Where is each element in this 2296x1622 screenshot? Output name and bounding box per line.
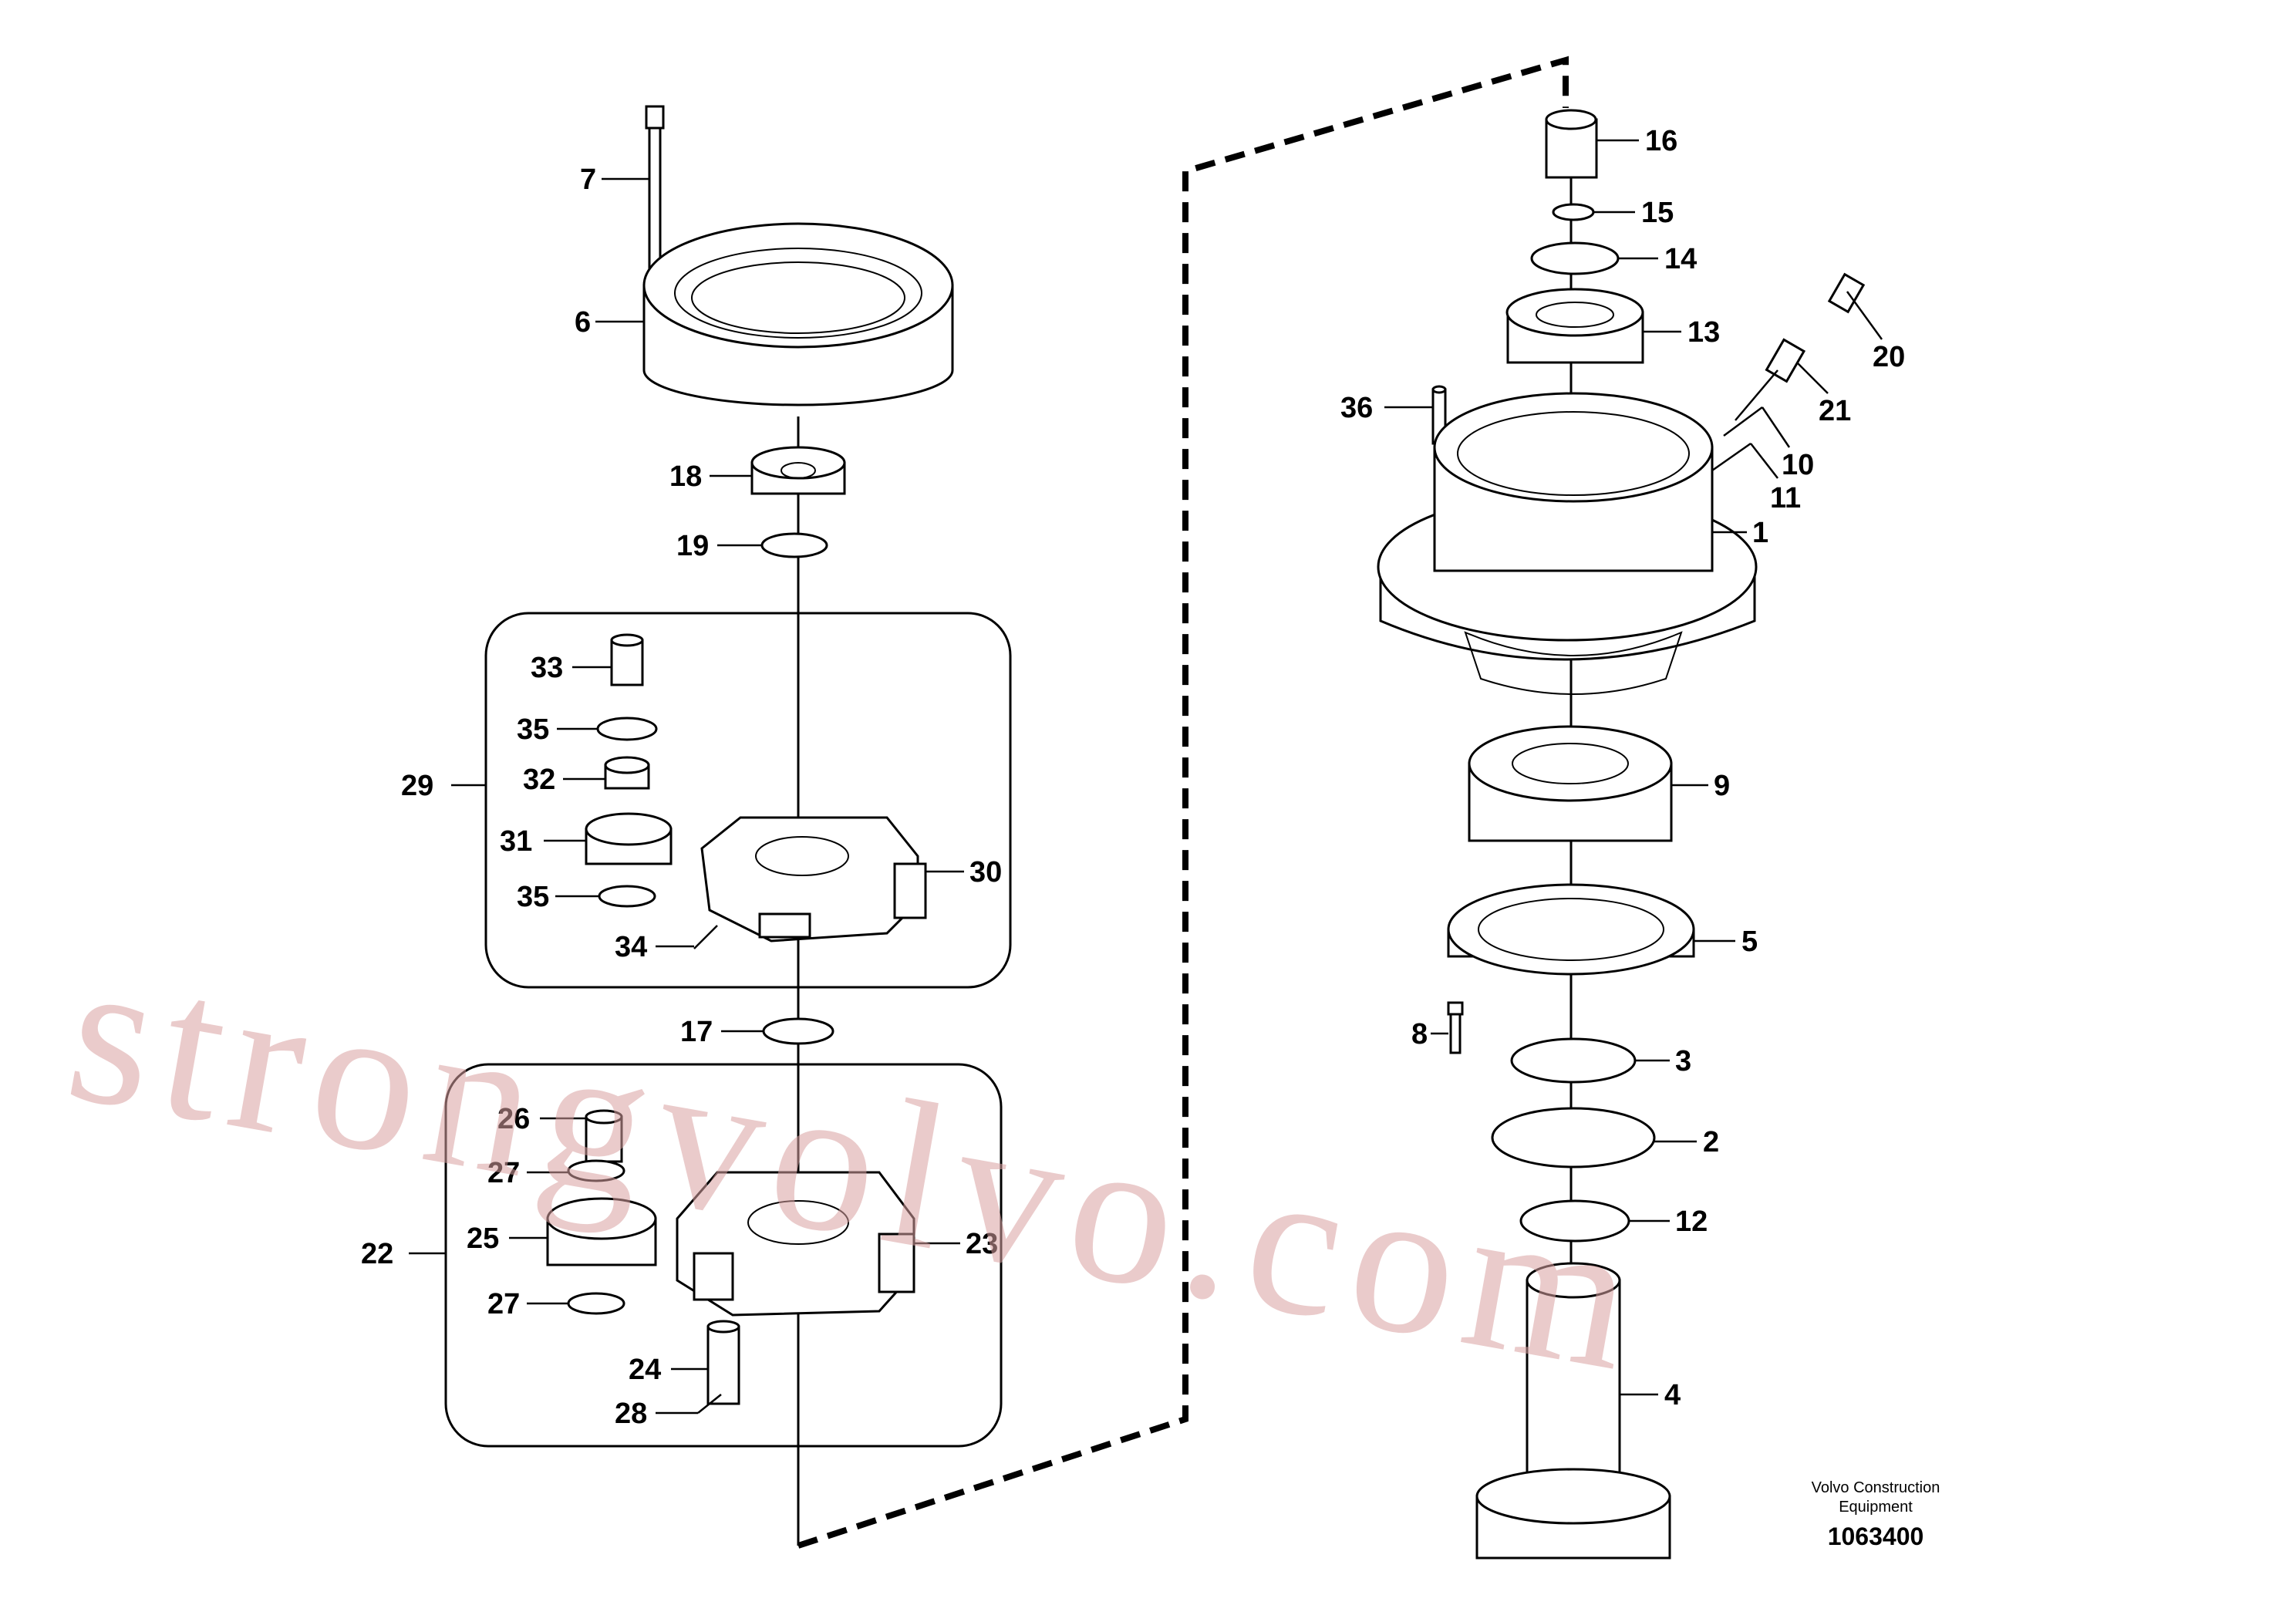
callout-23: 23	[966, 1228, 998, 1260]
washer-15	[1552, 203, 1595, 221]
callout-2: 2	[1703, 1126, 1719, 1158]
callout-22: 22	[361, 1238, 393, 1270]
plug-10	[1723, 406, 1763, 437]
callout-28: 28	[615, 1398, 647, 1430]
callout-10: 10	[1782, 449, 1814, 481]
flange-5	[1447, 883, 1695, 976]
planet-carrier-30	[700, 816, 927, 943]
seal-3	[1510, 1037, 1637, 1084]
caption-line-1: Volvo Construction	[1812, 1479, 1940, 1496]
ring-19	[760, 532, 828, 558]
pin-34	[693, 925, 718, 949]
callout-6: 6	[575, 306, 591, 339]
callout-30: 30	[969, 856, 1002, 889]
callout-20: 20	[1873, 341, 1905, 373]
callout-35-top: 35	[517, 713, 549, 746]
callout-36: 36	[1340, 392, 1373, 424]
shaft-24	[706, 1320, 740, 1405]
washer-27-bottom	[567, 1292, 625, 1315]
callout-32: 32	[523, 764, 555, 796]
caption-line-2: Equipment	[1839, 1499, 1913, 1516]
callout-33: 33	[531, 652, 563, 684]
callout-34: 34	[615, 931, 647, 963]
callout-18: 18	[669, 460, 702, 493]
planet-gear-31	[585, 812, 673, 865]
callout-21: 21	[1819, 395, 1851, 427]
callout-19: 19	[676, 530, 709, 562]
washer-27-top	[567, 1159, 625, 1182]
bearing-13	[1505, 288, 1644, 364]
caption-number: 1063400	[1828, 1523, 1924, 1550]
callout-8: 8	[1411, 1018, 1428, 1050]
housing-1	[1377, 392, 1758, 695]
pin-33	[610, 633, 644, 686]
plug-11	[1711, 442, 1752, 472]
callout-24: 24	[629, 1354, 661, 1386]
callout-25: 25	[467, 1222, 499, 1255]
callout-29: 29	[401, 770, 433, 802]
fitting-21	[1735, 338, 1806, 421]
bushing-32	[604, 756, 650, 790]
planet-gear-25	[546, 1197, 657, 1266]
callout-4: 4	[1664, 1379, 1681, 1411]
callout-11: 11	[1770, 482, 1801, 514]
callout-26: 26	[497, 1103, 530, 1135]
planetary-group-box-22	[444, 1063, 1003, 1448]
sensor-20	[1827, 272, 1866, 314]
washer-35-bottom	[598, 885, 656, 908]
ring-gear-6	[642, 222, 954, 406]
bolt-7	[645, 105, 665, 288]
bearing-9	[1468, 725, 1673, 842]
callout-9: 9	[1714, 770, 1730, 802]
washer-35-top	[596, 717, 658, 741]
callout-7: 7	[580, 164, 596, 196]
callout-1: 1	[1752, 517, 1768, 549]
seal-2	[1491, 1107, 1656, 1168]
leader-lines	[409, 139, 1883, 1415]
pinion-16	[1545, 109, 1598, 179]
snap-ring-14	[1530, 241, 1620, 275]
callout-14: 14	[1664, 243, 1697, 275]
pin-28	[697, 1394, 722, 1414]
callout-12: 12	[1675, 1206, 1708, 1238]
dashed-connector-line	[797, 56, 1569, 1549]
planetary-group-box-29	[484, 612, 1012, 989]
bolt-8	[1447, 1001, 1464, 1054]
callout-31: 31	[500, 825, 532, 858]
sun-gear-18	[750, 446, 846, 495]
callout-27-bottom: 27	[487, 1288, 520, 1320]
planet-carrier-23	[676, 1171, 915, 1317]
callout-27-top: 27	[487, 1157, 520, 1189]
callout-15: 15	[1641, 197, 1674, 229]
watermark-text: strongvolvo.com	[54, 913, 1660, 1417]
callout-16: 16	[1645, 125, 1677, 157]
callout-3: 3	[1675, 1045, 1691, 1077]
callout-5: 5	[1741, 926, 1758, 958]
callout-13: 13	[1687, 316, 1720, 349]
pinion-shaft-4	[1475, 1262, 1671, 1560]
callout-17: 17	[680, 1016, 713, 1048]
pin-26	[585, 1109, 623, 1163]
callout-35-bottom: 35	[517, 881, 549, 913]
